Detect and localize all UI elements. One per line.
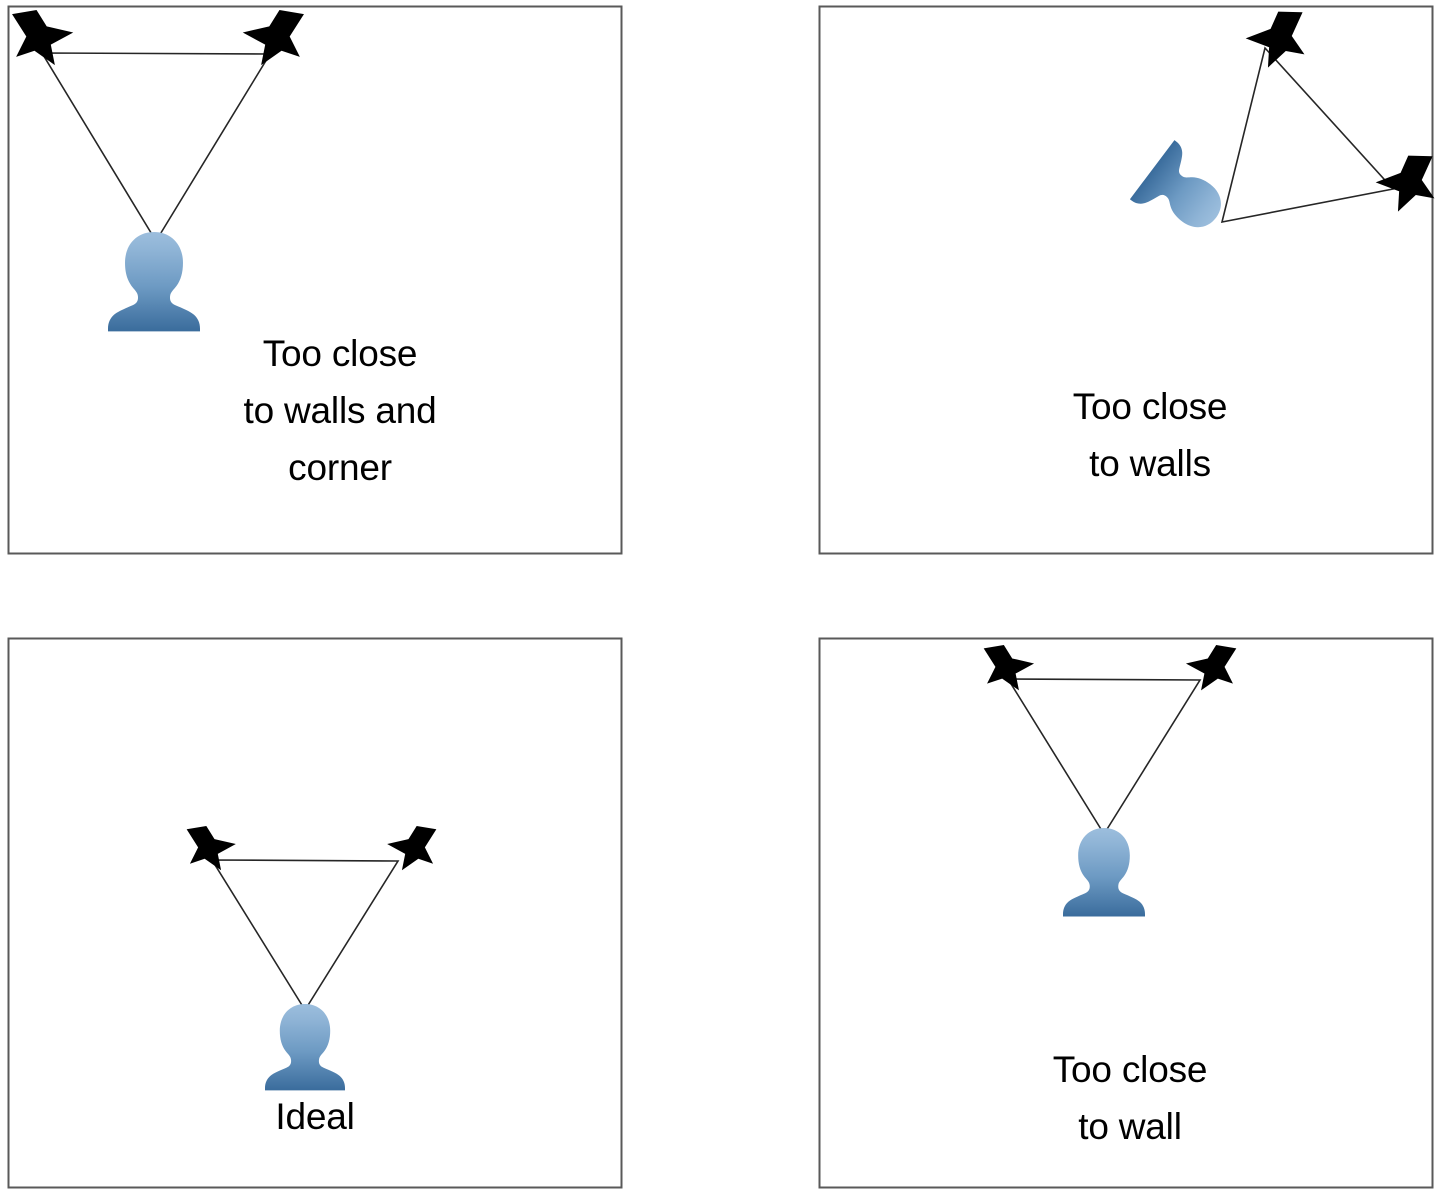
panel-top-right-content [1129,8,1440,248]
panel-caption-too-close-to-walls-and-corner: Too close to walls and corner [243,333,437,488]
panel-bottom-left-content [186,826,437,1091]
panel-caption-ideal: Ideal [275,1096,355,1137]
panel-top-left-content [12,10,304,332]
panel-frame-top-left [7,5,623,555]
stereo-triangle [210,859,400,1012]
panel-caption-too-close-to-wall: Too close to wall [1052,1049,1208,1147]
panel-frame-bottom-left [7,637,623,1189]
panel-bottom-right-content [983,645,1237,917]
stereo-triangle [1006,678,1202,836]
panel-caption-too-close-to-walls: Too close to walls [1072,386,1228,484]
panel-frame-top-right [818,5,1434,555]
stereo-triangle [1220,46,1395,224]
stereo-triangle [40,52,272,243]
